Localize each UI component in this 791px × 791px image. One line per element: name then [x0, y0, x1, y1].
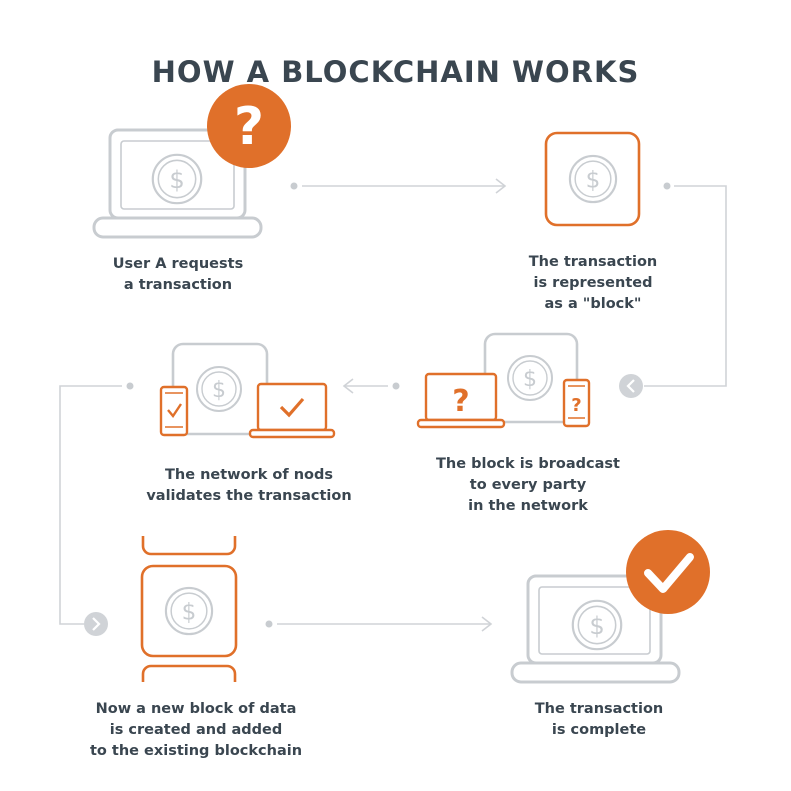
- caption-line: to every party: [469, 477, 587, 493]
- connectors: [59, 178, 727, 636]
- caption-line: The network of nods: [165, 467, 333, 483]
- step6-illustration: $: [510, 530, 710, 684]
- step3-illustration: $ ? ?: [416, 332, 591, 429]
- question-mark-icon: ?: [234, 97, 264, 157]
- page-title: HOW A BLOCKCHAIN WORKS: [151, 55, 640, 90]
- step5-illustration: $: [140, 536, 238, 682]
- laptop-icon: [510, 574, 681, 684]
- block-icon: [140, 564, 238, 658]
- check-badge: [626, 530, 710, 614]
- step1-caption: User A requests a transaction: [78, 254, 278, 296]
- question-mark-icon: ?: [571, 395, 581, 416]
- laptop-icon: ?: [416, 372, 506, 429]
- connector-step1-to-step2: [290, 178, 507, 194]
- chevron-right-icon: [84, 612, 108, 636]
- phone-icon: ?: [562, 378, 591, 428]
- step4-caption: The network of nods validates the transa…: [124, 465, 374, 507]
- dollar-coin-icon: $: [568, 154, 618, 204]
- svg-text:$: $: [182, 599, 197, 625]
- chain-block-bottom: [141, 664, 237, 682]
- svg-text:$: $: [586, 167, 601, 193]
- svg-text:$: $: [589, 612, 604, 640]
- connector-start-dot: [392, 382, 400, 390]
- arrow-head-icon: [342, 378, 354, 394]
- connector-start-dot: [663, 182, 671, 190]
- connector-start-dot: [290, 182, 298, 190]
- laptop-icon: [248, 382, 336, 439]
- chevron-left-icon: [619, 374, 643, 398]
- checkmark-icon: [644, 553, 694, 593]
- caption-line: as a "block": [544, 296, 642, 312]
- caption-line: in the network: [468, 498, 588, 514]
- dollar-coin-icon: $: [196, 366, 242, 412]
- block-icon: [544, 131, 641, 227]
- question-badge: ?: [207, 84, 291, 168]
- step6-caption: The transaction is complete: [499, 699, 699, 741]
- caption-line: is represented: [533, 275, 653, 291]
- step3-caption: The block is broadcast to every party in…: [408, 454, 648, 517]
- caption-line: to the existing blockchain: [89, 743, 303, 759]
- caption-line: The transaction: [528, 254, 658, 270]
- laptop-icon: [92, 128, 263, 239]
- connector-step2-to-step3: [619, 182, 727, 398]
- chain-block-top: [141, 536, 237, 556]
- caption-line: User A requests: [112, 256, 244, 272]
- connector-step3-to-step4: [342, 378, 400, 394]
- connector-start-dot: [265, 620, 273, 628]
- dollar-coin-icon: $: [507, 355, 553, 401]
- svg-text:$: $: [523, 367, 537, 392]
- step4-illustration: $: [159, 342, 336, 439]
- dollar-coin-icon: $: [571, 599, 623, 651]
- checkmark-icon: [167, 403, 182, 419]
- connector-step4-to-step5: [59, 382, 134, 636]
- connector-step5-to-step6: [265, 616, 493, 632]
- caption-line: is created and added: [109, 722, 283, 738]
- dollar-coin-icon: $: [151, 153, 203, 205]
- caption-line: validates the transaction: [146, 488, 352, 504]
- step1-illustration: $ ?: [92, 84, 291, 239]
- step2-caption: The transaction is represented as a "blo…: [493, 252, 693, 315]
- phone-icon: [159, 385, 189, 437]
- caption-line: Now a new block of data: [95, 701, 297, 717]
- dollar-coin-icon: $: [164, 586, 214, 636]
- connector-start-dot: [126, 382, 134, 390]
- step5-caption: Now a new block of data is created and a…: [66, 699, 326, 762]
- caption-line: is complete: [551, 722, 647, 738]
- step2-illustration: $: [544, 131, 641, 227]
- question-mark-icon: ?: [452, 384, 469, 419]
- svg-text:$: $: [212, 378, 226, 403]
- caption-line: The block is broadcast: [436, 456, 620, 472]
- caption-line: a transaction: [123, 277, 233, 293]
- caption-line: The transaction: [534, 701, 664, 717]
- arrow-head-icon: [481, 616, 493, 632]
- svg-text:$: $: [169, 166, 184, 194]
- arrow-head-icon: [495, 178, 507, 194]
- checkmark-icon: [279, 397, 305, 418]
